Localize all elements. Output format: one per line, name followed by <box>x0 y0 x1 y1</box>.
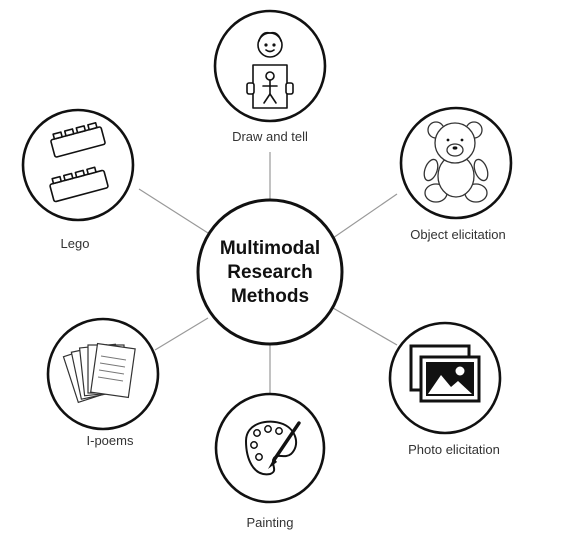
node-photo-elicitation: Photo elicitation <box>388 321 502 457</box>
connectors <box>138 152 398 399</box>
node-draw-and-tell: Draw and tell <box>213 9 327 144</box>
node-lego: Lego <box>21 108 135 251</box>
teddy-bear-icon <box>423 121 489 203</box>
node-object-elicitation: Object elicitation <box>399 106 513 242</box>
lego-bricks-icon <box>49 121 109 203</box>
label-i-poems: I-poems <box>87 433 134 448</box>
paper-stack-icon <box>62 342 136 404</box>
child-drawing-icon <box>246 31 294 109</box>
label-photo-elicitation: Photo elicitation <box>408 442 500 457</box>
label-lego: Lego <box>61 236 90 251</box>
center-title-line-3: Methods <box>231 286 309 307</box>
paint-palette-icon <box>244 420 301 476</box>
node-painting: Painting <box>214 392 326 530</box>
connector-lego <box>138 188 209 234</box>
label-object-elicitation: Object elicitation <box>410 227 505 242</box>
photo-frames-icon <box>409 344 481 403</box>
connector-photo <box>332 307 398 346</box>
connector-object <box>332 193 398 239</box>
label-painting: Painting <box>247 515 294 530</box>
center-title-line-2: Research <box>227 262 313 283</box>
node-i-poems: I-poems <box>46 317 160 448</box>
label-draw-and-tell: Draw and tell <box>232 129 308 144</box>
center-title-line-1: Multimodal <box>220 238 320 259</box>
center-node: Multimodal Research Methods <box>196 198 344 346</box>
connector-poems <box>154 317 209 351</box>
